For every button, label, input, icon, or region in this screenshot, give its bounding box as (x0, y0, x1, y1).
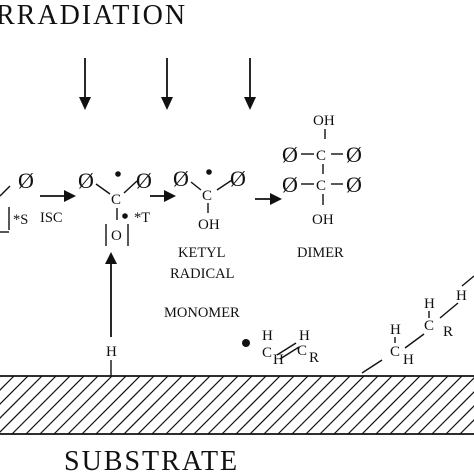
monomer-h: H (262, 328, 273, 344)
grafted-chain: H C H H C R H (361, 275, 474, 374)
substrate-hatch-line (25, 376, 85, 434)
isc-arrow: ISC (40, 190, 76, 226)
monomer-carbon: C (262, 345, 272, 361)
dimer-carbon-top: C (316, 148, 326, 164)
chain-h: H (456, 288, 467, 304)
monomer-h: H (273, 352, 284, 368)
substrate-hatch-line (333, 376, 393, 434)
chain-r: R (443, 324, 453, 340)
ketyl-carbon: C (202, 188, 212, 204)
substrate-hatch-line (263, 376, 323, 434)
substrate-block (0, 375, 474, 435)
substrate-hatch-line (193, 376, 253, 434)
chain-carbon: C (390, 344, 400, 360)
triplet-state: Ø Ø C O *T (78, 168, 152, 246)
substrate-hatch-line (39, 376, 99, 434)
triplet-carbon: C (111, 192, 121, 208)
radical-dot (115, 171, 121, 177)
substrate-hatch-line (0, 376, 29, 405)
substrate-hatch-line (403, 376, 463, 434)
substrate-hatch-line (0, 376, 43, 419)
substrate-hatch-line (123, 376, 183, 434)
radical-label: RADICAL (170, 266, 234, 282)
dimer-oh-bottom: OH (312, 212, 334, 228)
substrate-hatch-line (81, 376, 141, 434)
substrate-hatch-line (95, 376, 155, 434)
dimer-carbon-bottom: C (316, 178, 326, 194)
ketyl-oh: OH (198, 217, 220, 233)
chain-carbon: C (424, 318, 434, 334)
ketyl-arrow (150, 190, 176, 202)
substrate-hatch-line (165, 376, 225, 434)
substrate-hatch-line (151, 376, 211, 434)
substrate-hatch-line (389, 376, 449, 434)
monomer-label: MONOMER (164, 305, 240, 321)
substrate-hatch-line (179, 376, 239, 434)
substrate-hatch-line (319, 376, 379, 434)
monomer-carbon: C (297, 343, 307, 359)
abstracted-hydrogen: H (106, 344, 117, 360)
substrate-hatch-line (431, 391, 474, 434)
ketyl-radical: Ø Ø C OH KETYL RADICAL (170, 166, 246, 282)
singlet-phi: Ø (18, 168, 34, 193)
isc-label: ISC (40, 210, 63, 226)
chain-h: H (424, 296, 435, 312)
singlet-state: Ø *S (0, 168, 34, 233)
ketyl-phi-right: Ø (230, 166, 246, 191)
chain-h: H (390, 322, 401, 338)
substrate-hatch-line (67, 376, 127, 434)
substrate-hatch-line (445, 405, 474, 434)
substrate-hatch-line (361, 376, 421, 434)
substrate-hatch-line (0, 376, 57, 433)
substrate-label: SUBSTRATE (64, 446, 239, 474)
radical-dot (122, 213, 128, 219)
substrate-hatch-line (375, 376, 435, 434)
irradiation-title: RRADIATION (0, 0, 187, 31)
substrate-hatch-line (277, 376, 337, 434)
triplet-phi-right: Ø (136, 168, 152, 193)
dimer-phi: Ø (346, 142, 362, 167)
dimer-phi: Ø (282, 172, 298, 197)
substrate-hatch-line (137, 376, 197, 434)
dimer: OH Ø C Ø Ø C Ø OH DIMER (282, 113, 362, 261)
substrate-hatch-line (347, 376, 407, 434)
substrate-hatch-line (235, 376, 295, 434)
dimer-arrow (255, 193, 282, 205)
substrate-hatch-line (11, 376, 71, 434)
chain-h: H (403, 352, 414, 368)
triplet-oxygen: O (111, 228, 122, 244)
irradiation-arrows (79, 58, 256, 110)
substrate-hatch-line (291, 376, 351, 434)
dimer-oh-top: OH (313, 113, 335, 129)
substrate-hatch-line (221, 376, 281, 434)
substrate-hatch-line (53, 376, 113, 434)
ketyl-phi-left: Ø (173, 166, 189, 191)
substrate-radical-dot (242, 339, 250, 347)
dimer-phi: Ø (282, 142, 298, 167)
substrate-hatch-line (207, 376, 267, 434)
monomer-r: R (309, 350, 319, 366)
hydrogen-abstraction: H (105, 252, 117, 376)
substrate-hatch-line (417, 377, 474, 434)
substrate-hatch-line (305, 376, 365, 434)
substrate-hatch-line (459, 419, 474, 434)
substrate-hatch-line (109, 376, 169, 434)
singlet-label: *S (13, 212, 28, 228)
substrate-hatch-line (249, 376, 309, 434)
monomer: MONOMER H H C H C R (164, 305, 319, 368)
dimer-phi: Ø (346, 172, 362, 197)
monomer-h: H (299, 328, 310, 344)
triplet-label: *T (134, 210, 150, 226)
dimer-label: DIMER (297, 245, 344, 261)
ketyl-label: KETYL (178, 245, 226, 261)
radical-dot (206, 169, 212, 175)
triplet-phi-left: Ø (78, 168, 94, 193)
substrate-hatch-line (0, 376, 15, 391)
